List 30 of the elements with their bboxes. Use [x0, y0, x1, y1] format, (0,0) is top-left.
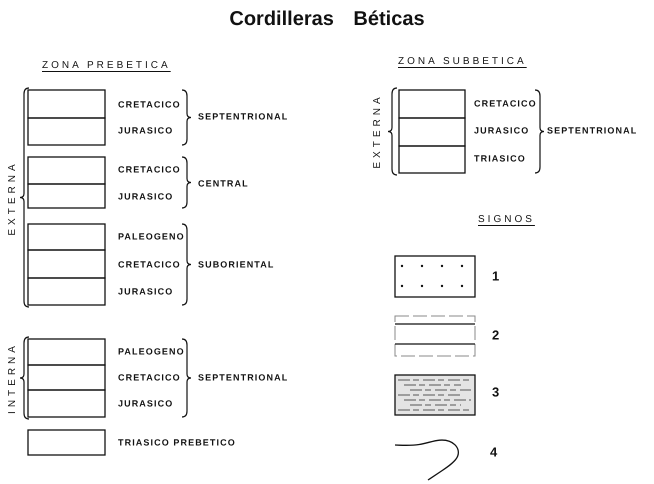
unit-label: JURASICO: [118, 400, 174, 408]
unit-label: JURASICO: [118, 126, 174, 136]
sign-number: 3: [492, 386, 500, 398]
sign-number: 2: [492, 328, 500, 342]
zone-label: INTERNA: [8, 342, 18, 414]
region-label: SEPTENTRIONAL: [547, 126, 638, 136]
zone-label: EXTERNA: [8, 160, 18, 236]
title: Cordilleras Béticas: [228, 8, 426, 31]
unit-label: JURASICO: [474, 126, 530, 136]
unit-label: CRETACICO: [118, 260, 181, 270]
unit-label: CRETACICO: [474, 100, 537, 108]
zone-heading: ZONA SUBBETICA: [398, 57, 527, 67]
legend-heading: SIGNOS: [478, 215, 535, 225]
zone-heading: ZONA PREBETICA: [42, 61, 171, 71]
unit-label: CRETACICO: [118, 100, 181, 110]
unit-label: JURASICO: [118, 288, 174, 296]
region-label: SEPTENTRIONAL: [198, 112, 288, 122]
unit-label: TRIASICO PREBETICO: [118, 438, 236, 448]
unit-label: CRETACICO: [118, 166, 181, 174]
unit-label: CRETACICO: [118, 374, 181, 382]
unit-label: TRIASICO: [474, 154, 526, 164]
region-label: SUBORIENTAL: [198, 260, 274, 270]
unit-label: JURASICO: [118, 192, 174, 202]
unit-label: PALEOGENO: [118, 348, 185, 356]
unit-label: PALEOGENO: [118, 232, 185, 242]
sign-number: 4: [490, 446, 498, 458]
region-label: CENTRAL: [198, 180, 249, 188]
region-label: SEPTENTRIONAL: [198, 374, 288, 382]
zone-label: EXTERNA: [373, 93, 383, 169]
sign-number: 1: [492, 270, 500, 282]
